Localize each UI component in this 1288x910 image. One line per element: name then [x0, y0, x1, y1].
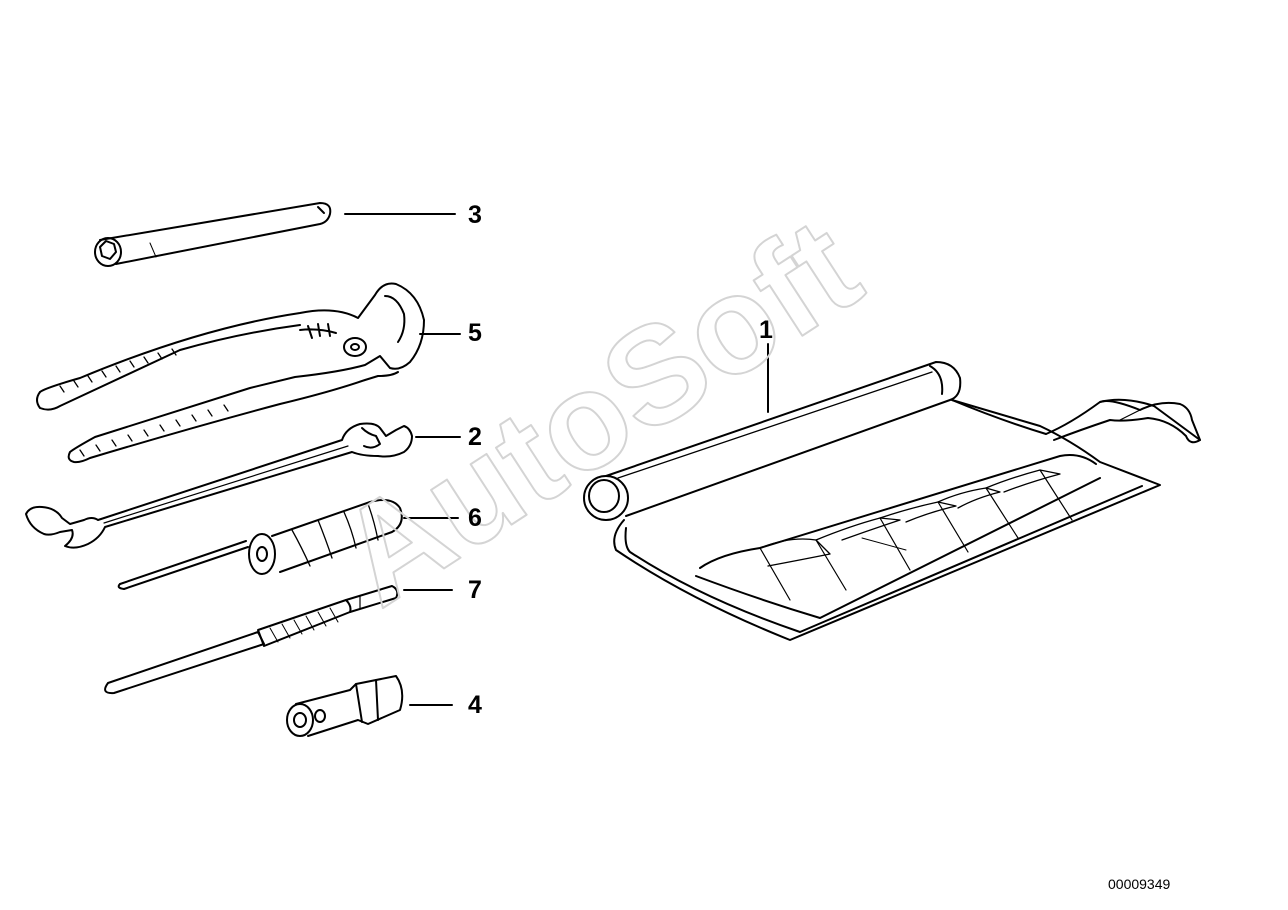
- box-wrench-tube: [94, 202, 332, 267]
- callout-1: 1: [759, 316, 773, 344]
- callout-4: 4: [468, 691, 482, 719]
- callout-7: 7: [468, 576, 482, 604]
- combination-wrench: [25, 422, 413, 549]
- callout-2: 2: [468, 423, 482, 451]
- pliers: [36, 282, 425, 464]
- screwdriver: [117, 499, 403, 590]
- tommy-bar: [104, 585, 399, 695]
- callout-3: 3: [468, 201, 482, 229]
- callout-6: 6: [468, 504, 482, 532]
- socket-adapter: [286, 675, 404, 737]
- callout-5: 5: [468, 319, 482, 347]
- watermark-text: AutoSoft: [312, 189, 884, 635]
- tool-roll-bag: [583, 361, 1201, 641]
- diagram-id-label: 00009349: [1108, 876, 1171, 892]
